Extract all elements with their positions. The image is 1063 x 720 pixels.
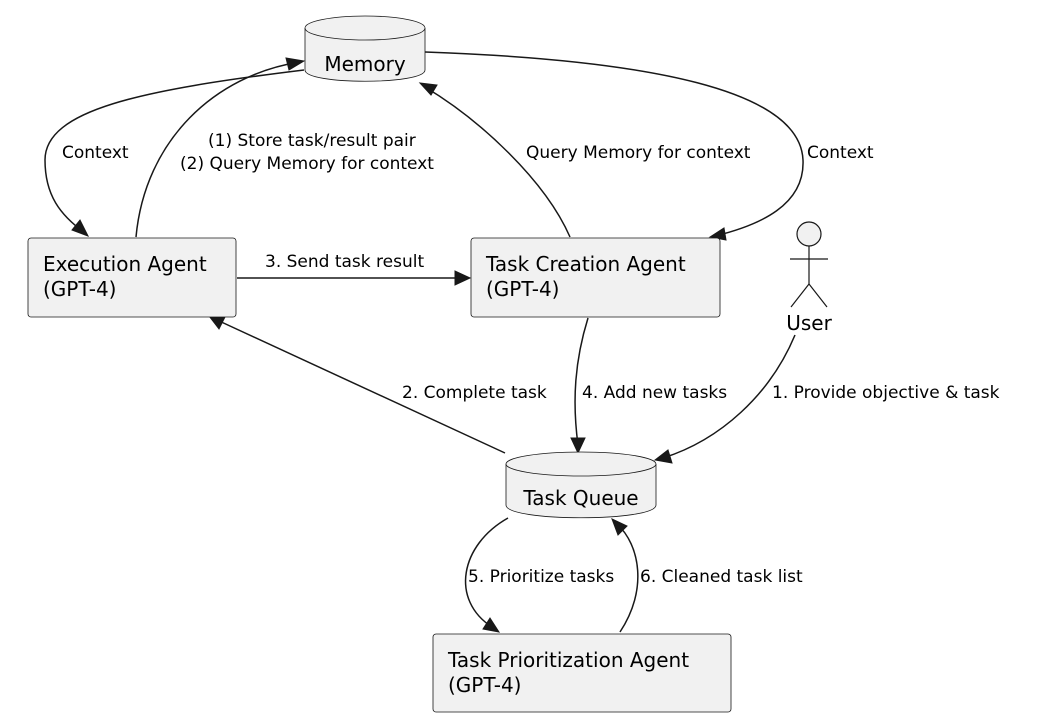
user-actor[interactable]: User <box>786 221 833 335</box>
arrowhead-creation-to-queue <box>570 437 586 455</box>
memory-database[interactable]: Memory <box>304 15 426 82</box>
arrowhead-user-to-queue <box>653 449 673 464</box>
task-creation-agent-model: (GPT-4) <box>486 277 560 301</box>
user-actor-left-leg <box>790 283 810 308</box>
memory-cylinder-body <box>304 28 426 82</box>
edge-creation-to-queue <box>574 317 589 446</box>
label-execution-to-creation: 3. Send task result <box>265 252 424 272</box>
task-creation-agent-title: Task Creation Agent <box>485 252 686 276</box>
arrowhead-creation-to-memory <box>418 82 438 96</box>
label-user-to-queue: 1. Provide objective & task <box>772 383 1000 403</box>
edge-prioritization-to-queue <box>616 523 639 633</box>
label-queue-to-prioritization: 5. Prioritize tasks <box>468 567 614 587</box>
edge-execution-to-memory <box>135 61 301 238</box>
task-prioritization-agent-title: Task Prioritization Agent <box>447 648 689 672</box>
task-queue-cylinder-top <box>505 451 657 477</box>
edge-creation-to-memory <box>424 86 571 238</box>
label-prioritization-to-queue: 6. Cleaned task list <box>640 567 803 587</box>
arrowhead-execution-to-creation <box>454 270 472 286</box>
user-label: User <box>786 311 832 335</box>
user-actor-head <box>796 221 822 247</box>
execution-agent-model: (GPT-4) <box>43 277 117 301</box>
edge-user-to-queue <box>662 334 796 459</box>
edge-memory-to-execution <box>44 69 305 234</box>
label-creation-to-memory: Query Memory for context <box>526 143 751 163</box>
arrowhead-prioritization-to-queue <box>611 518 628 536</box>
execution-agent-title: Execution Agent <box>43 252 207 276</box>
arrowhead-execution-to-memory <box>285 57 306 71</box>
memory-label: Memory <box>324 52 406 76</box>
task-queue-label: Task Queue <box>522 486 638 510</box>
edge-queue-to-execution <box>216 319 506 454</box>
task-prioritization-agent-node[interactable]: Task Prioritization Agent (GPT-4) <box>432 633 732 713</box>
label-queue-to-execution: 2. Complete task <box>402 383 547 403</box>
user-actor-right-leg <box>808 283 828 308</box>
edge-memory-to-creation <box>424 51 804 237</box>
task-queue-database[interactable]: Task Queue <box>505 451 657 519</box>
task-creation-agent-box <box>470 237 721 318</box>
execution-agent-box <box>27 237 237 318</box>
arrowhead-queue-to-execution <box>207 315 226 330</box>
label-memory-to-creation: Context <box>807 143 874 163</box>
task-prioritization-agent-box <box>432 633 732 713</box>
arrowhead-memory-to-execution <box>71 219 90 237</box>
execution-agent-node[interactable]: Execution Agent (GPT-4) <box>27 237 237 318</box>
task-creation-agent-node[interactable]: Task Creation Agent (GPT-4) <box>470 237 721 318</box>
task-prioritization-agent-model: (GPT-4) <box>448 673 522 697</box>
memory-cylinder-top <box>304 15 426 41</box>
label-execution-to-memory-line2: (2) Query Memory for context <box>180 154 434 174</box>
label-memory-to-execution: Context <box>62 143 129 163</box>
arrowhead-queue-to-prioritization <box>482 617 501 633</box>
edge-queue-to-prioritization <box>464 517 509 628</box>
label-execution-to-memory-line1: (1) Store task/result pair <box>208 131 416 151</box>
task-queue-cylinder-body <box>505 464 657 519</box>
label-creation-to-queue: 4. Add new tasks <box>582 383 727 403</box>
